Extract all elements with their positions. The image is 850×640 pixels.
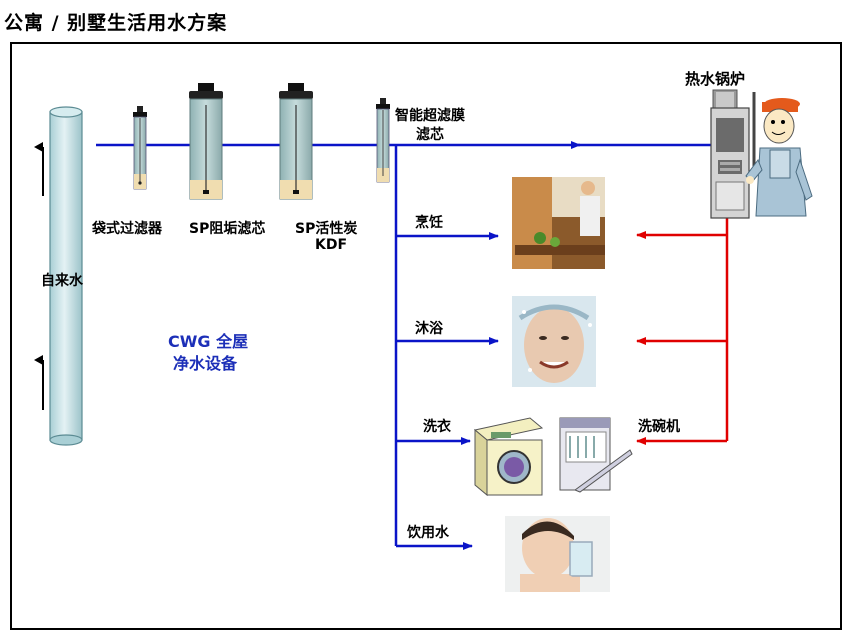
boiler-icon xyxy=(710,89,756,219)
drinking-water-label: 饮用水 xyxy=(407,525,449,541)
bag-filter-icon xyxy=(133,106,147,190)
uf-membrane-label: 智能超滤膜 xyxy=(395,108,465,124)
diagram-frame xyxy=(10,42,842,630)
drinking-water-photo xyxy=(505,516,610,592)
page-title: 公寓 / 别墅生活用水方案 xyxy=(4,12,228,34)
scale-filter-label: SP阻垢滤芯 xyxy=(189,221,266,237)
equipment-label-line2: 净水设备 xyxy=(173,354,238,373)
uf-membrane-label-line2: 滤芯 xyxy=(416,127,444,143)
scale-filter-icon xyxy=(189,83,223,200)
carbon-kdf-filter-label: SP活性炭 xyxy=(295,221,358,237)
laundry-label: 洗衣 xyxy=(423,419,451,435)
cooking-photo xyxy=(512,177,605,269)
bathing-label: 沐浴 xyxy=(415,321,443,337)
tap-water-label: 自来水 xyxy=(41,273,83,289)
uf-membrane-filter-icon xyxy=(376,98,390,183)
equipment-label-line1: CWG 全屋 xyxy=(168,332,249,351)
bathing-photo xyxy=(512,296,596,387)
bag-filter-label: 袋式过滤器 xyxy=(92,221,162,237)
dishwasher-icon xyxy=(559,417,633,493)
plumber-icon xyxy=(745,98,813,217)
tap-water-cylinder xyxy=(49,106,83,446)
boiler-label: 热水锅炉 xyxy=(685,70,746,88)
cooking-label: 烹饪 xyxy=(415,215,443,231)
dishwasher-label: 洗碗机 xyxy=(638,419,680,435)
carbon-kdf-filter-icon xyxy=(279,83,313,200)
carbon-kdf-filter-label-line2: KDF xyxy=(315,237,348,253)
washing-machine-icon xyxy=(473,417,544,497)
